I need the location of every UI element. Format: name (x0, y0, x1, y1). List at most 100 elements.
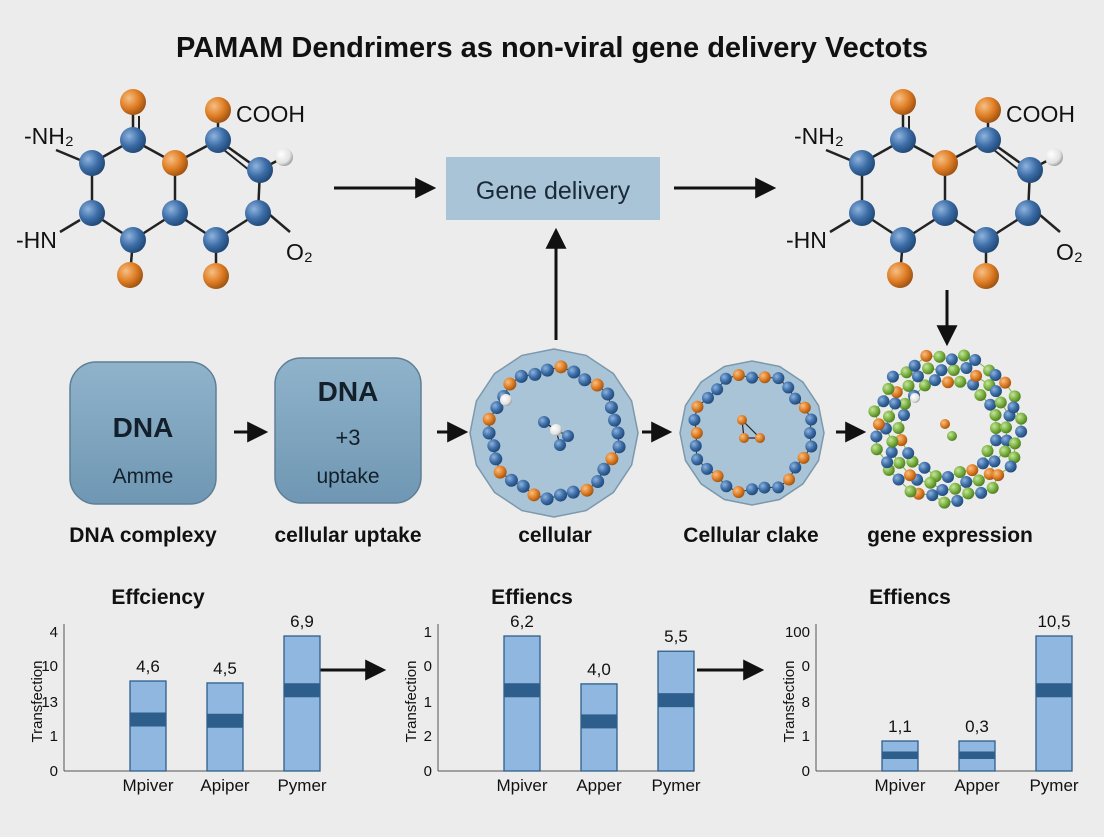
atom (1009, 437, 1021, 449)
chart-ylabel: Transfection (403, 661, 420, 743)
atom (975, 127, 1001, 153)
atom (922, 362, 934, 374)
atom (942, 376, 954, 388)
atom (538, 416, 550, 428)
chart-title: Effiencs (491, 586, 573, 609)
atom (799, 402, 811, 414)
atom (772, 372, 784, 384)
atom (904, 469, 916, 481)
atom (999, 377, 1011, 389)
bond (826, 150, 850, 160)
atom (893, 474, 905, 486)
atom (613, 440, 626, 453)
atom (909, 360, 921, 372)
cellular-uptake-sub: uptake (316, 465, 379, 488)
atom (783, 473, 795, 485)
atom (849, 200, 875, 226)
atom (919, 462, 931, 474)
atom (782, 382, 794, 394)
atom (882, 383, 894, 395)
atom (581, 484, 594, 497)
atom (868, 405, 880, 417)
atom (562, 430, 574, 442)
atom (920, 350, 932, 362)
atom (772, 481, 784, 493)
atom (893, 422, 905, 434)
atom (989, 369, 1001, 381)
category-label: Pymer (277, 776, 326, 795)
atom (984, 399, 996, 411)
atom (982, 445, 994, 457)
atom (881, 456, 893, 468)
atom (969, 354, 981, 366)
atom (954, 466, 966, 478)
category-label: Mpiver (874, 776, 925, 795)
atom (958, 350, 970, 362)
atom (691, 401, 703, 413)
bar-value-label: 10,5 (1037, 612, 1070, 631)
atom (990, 385, 1002, 397)
atom (1015, 413, 1027, 425)
bar (658, 651, 694, 771)
atom (973, 227, 999, 253)
atom (205, 127, 231, 153)
atom (515, 370, 528, 383)
caption-cellular-clake: Cellular clake (683, 524, 818, 547)
atom (1015, 426, 1027, 438)
y-tick-label: 2 (424, 728, 432, 745)
y-tick-label: 1 (50, 728, 58, 745)
atom (591, 379, 604, 392)
label: -NH₂ (794, 123, 844, 149)
atom (1000, 421, 1012, 433)
atom (120, 227, 146, 253)
cellular-uptake-title: DNA (318, 376, 379, 407)
atom (975, 487, 987, 499)
atom (711, 383, 723, 395)
category-label: Apper (576, 776, 622, 795)
y-tick-label: 0 (424, 658, 432, 675)
atom (949, 483, 961, 495)
atom (887, 262, 913, 288)
atom (162, 150, 188, 176)
atom (805, 413, 817, 425)
atom (973, 263, 999, 289)
atom (720, 373, 732, 385)
label: O₂ (1056, 239, 1083, 265)
atom (932, 200, 958, 226)
y-tick-label: 10 (41, 658, 58, 675)
efficiency-chart-1: EffciencyTransfection41013104,6Mpiver4,5… (29, 586, 327, 795)
atom (690, 440, 702, 452)
atom (541, 492, 554, 505)
bond (56, 150, 80, 160)
bar-value-label: 0,3 (965, 717, 989, 736)
chart-ylabel: Transfection (781, 661, 798, 743)
bar-band (1036, 683, 1072, 697)
atom (746, 372, 758, 384)
bar-band (658, 693, 694, 707)
atom (739, 433, 749, 443)
atom (541, 364, 554, 377)
atom (597, 463, 610, 476)
atom (940, 419, 950, 429)
bar-band (207, 714, 243, 728)
label: COOH (1006, 101, 1075, 127)
atom (720, 480, 732, 492)
cell-illustration-gene-expression (868, 350, 1027, 509)
atom (688, 414, 700, 426)
bar-value-label: 1,1 (888, 717, 912, 736)
atom (932, 150, 958, 176)
atom (789, 393, 801, 405)
atom (120, 127, 146, 153)
atom (989, 409, 1001, 421)
atom (494, 466, 507, 479)
bond (270, 215, 290, 232)
y-tick-label: 100 (785, 624, 810, 641)
atom (554, 439, 566, 451)
category-label: Apiper (200, 776, 249, 795)
atom (712, 470, 724, 482)
y-tick-label: 0 (424, 763, 432, 780)
atom (500, 394, 512, 406)
atom (120, 89, 146, 115)
atom (973, 474, 985, 486)
